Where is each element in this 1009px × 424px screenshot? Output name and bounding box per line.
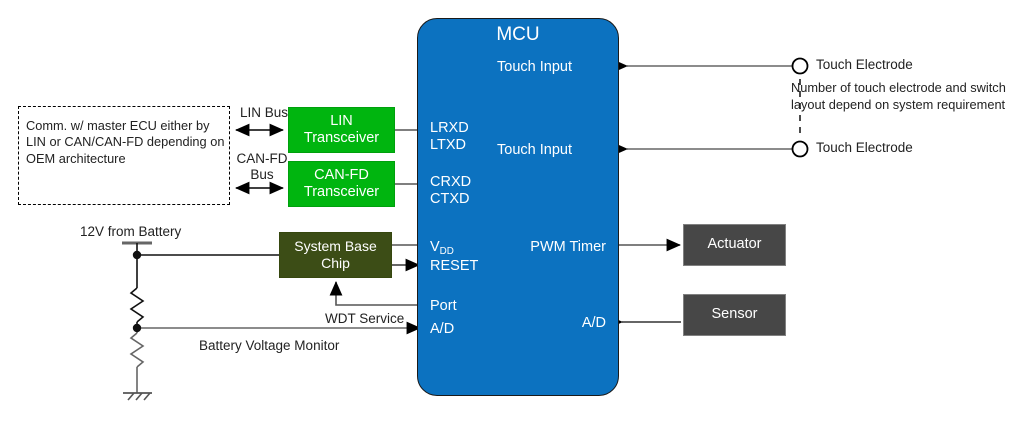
mcu-pin-ad-right: A/D: [581, 315, 606, 331]
lin-transceiver-block[interactable]: LIN Transceiver: [288, 107, 395, 153]
mcu-pin-vdd-subscript: DD: [439, 245, 454, 257]
mcu-pin-touch-input-top: Touch Input: [497, 59, 572, 75]
wire-touch-bottom: [613, 140, 809, 158]
ecu-comm-note-box: [18, 106, 230, 205]
lin-transceiver-label-1: LIN: [330, 112, 353, 129]
actuator-block[interactable]: Actuator: [683, 224, 786, 266]
lin-bus-label: LIN Bus: [240, 105, 289, 120]
wire-touch-top: [613, 57, 809, 75]
mcu-pin-touch-input-bottom: Touch Input: [497, 142, 572, 158]
battery-symbol: [122, 241, 152, 255]
resistor-upper: [129, 287, 145, 323]
lin-transceiver-label-2: Transceiver: [303, 130, 380, 146]
canfd-bus-label-2: Bus: [250, 167, 274, 182]
touch-electrode-note: Number of touch electrode and switch lay…: [791, 80, 1006, 112]
mcu-pin-port: Port: [430, 298, 457, 314]
system-base-chip-block[interactable]: System Base Chip: [279, 232, 392, 278]
mcu-pin-ad-left: A/D: [430, 321, 455, 337]
canfd-transceiver-label-1: CAN-FD: [314, 166, 369, 183]
sensor-label: Sensor: [711, 306, 758, 323]
sbc-label-1: System Base: [294, 238, 377, 255]
battery-source-label: 12V from Battery: [80, 224, 182, 239]
mcu-pin-vdd-text: V: [430, 239, 440, 255]
mcu-pin-crxd: CRXD: [430, 174, 472, 190]
sensor-block[interactable]: Sensor: [683, 294, 786, 336]
mcu-pin-ltxd: LTXD: [430, 137, 466, 153]
mcu-pin-vdd: VDD: [430, 238, 454, 257]
junction-dot-top: [132, 250, 142, 260]
mcu-title: MCU: [496, 24, 540, 45]
resistor-lower: [129, 332, 145, 368]
mcu-pin-lrxd: LRXD: [430, 120, 469, 136]
canfd-bus-label-1: CAN-FD: [236, 151, 288, 166]
battery-voltage-monitor-label: Battery Voltage Monitor: [199, 338, 340, 353]
touch-electrode-bottom-label: Touch Electrode: [816, 140, 913, 155]
ground-symbol: [123, 392, 152, 401]
mcu-block[interactable]: [417, 18, 619, 396]
mcu-pin-pwm-timer: PWM Timer: [530, 239, 606, 255]
actuator-label: Actuator: [707, 236, 762, 253]
sbc-label-2: Chip: [321, 255, 350, 271]
wdt-service-label: WDT Service: [325, 311, 405, 326]
canfd-transceiver-block[interactable]: CAN-FD Transceiver: [288, 161, 395, 207]
mcu-pin-reset: RESET: [430, 258, 479, 274]
mcu-pin-ctxd: CTXD: [430, 191, 470, 207]
junction-dot-mid: [132, 323, 142, 333]
wire-wdt-service: [329, 281, 419, 306]
canfd-transceiver-label-2: Transceiver: [303, 184, 380, 200]
ecu-comm-note-text: Comm. w/ master ECU either by LIN or CAN…: [26, 118, 225, 166]
touch-electrode-top-label: Touch Electrode: [816, 57, 913, 72]
